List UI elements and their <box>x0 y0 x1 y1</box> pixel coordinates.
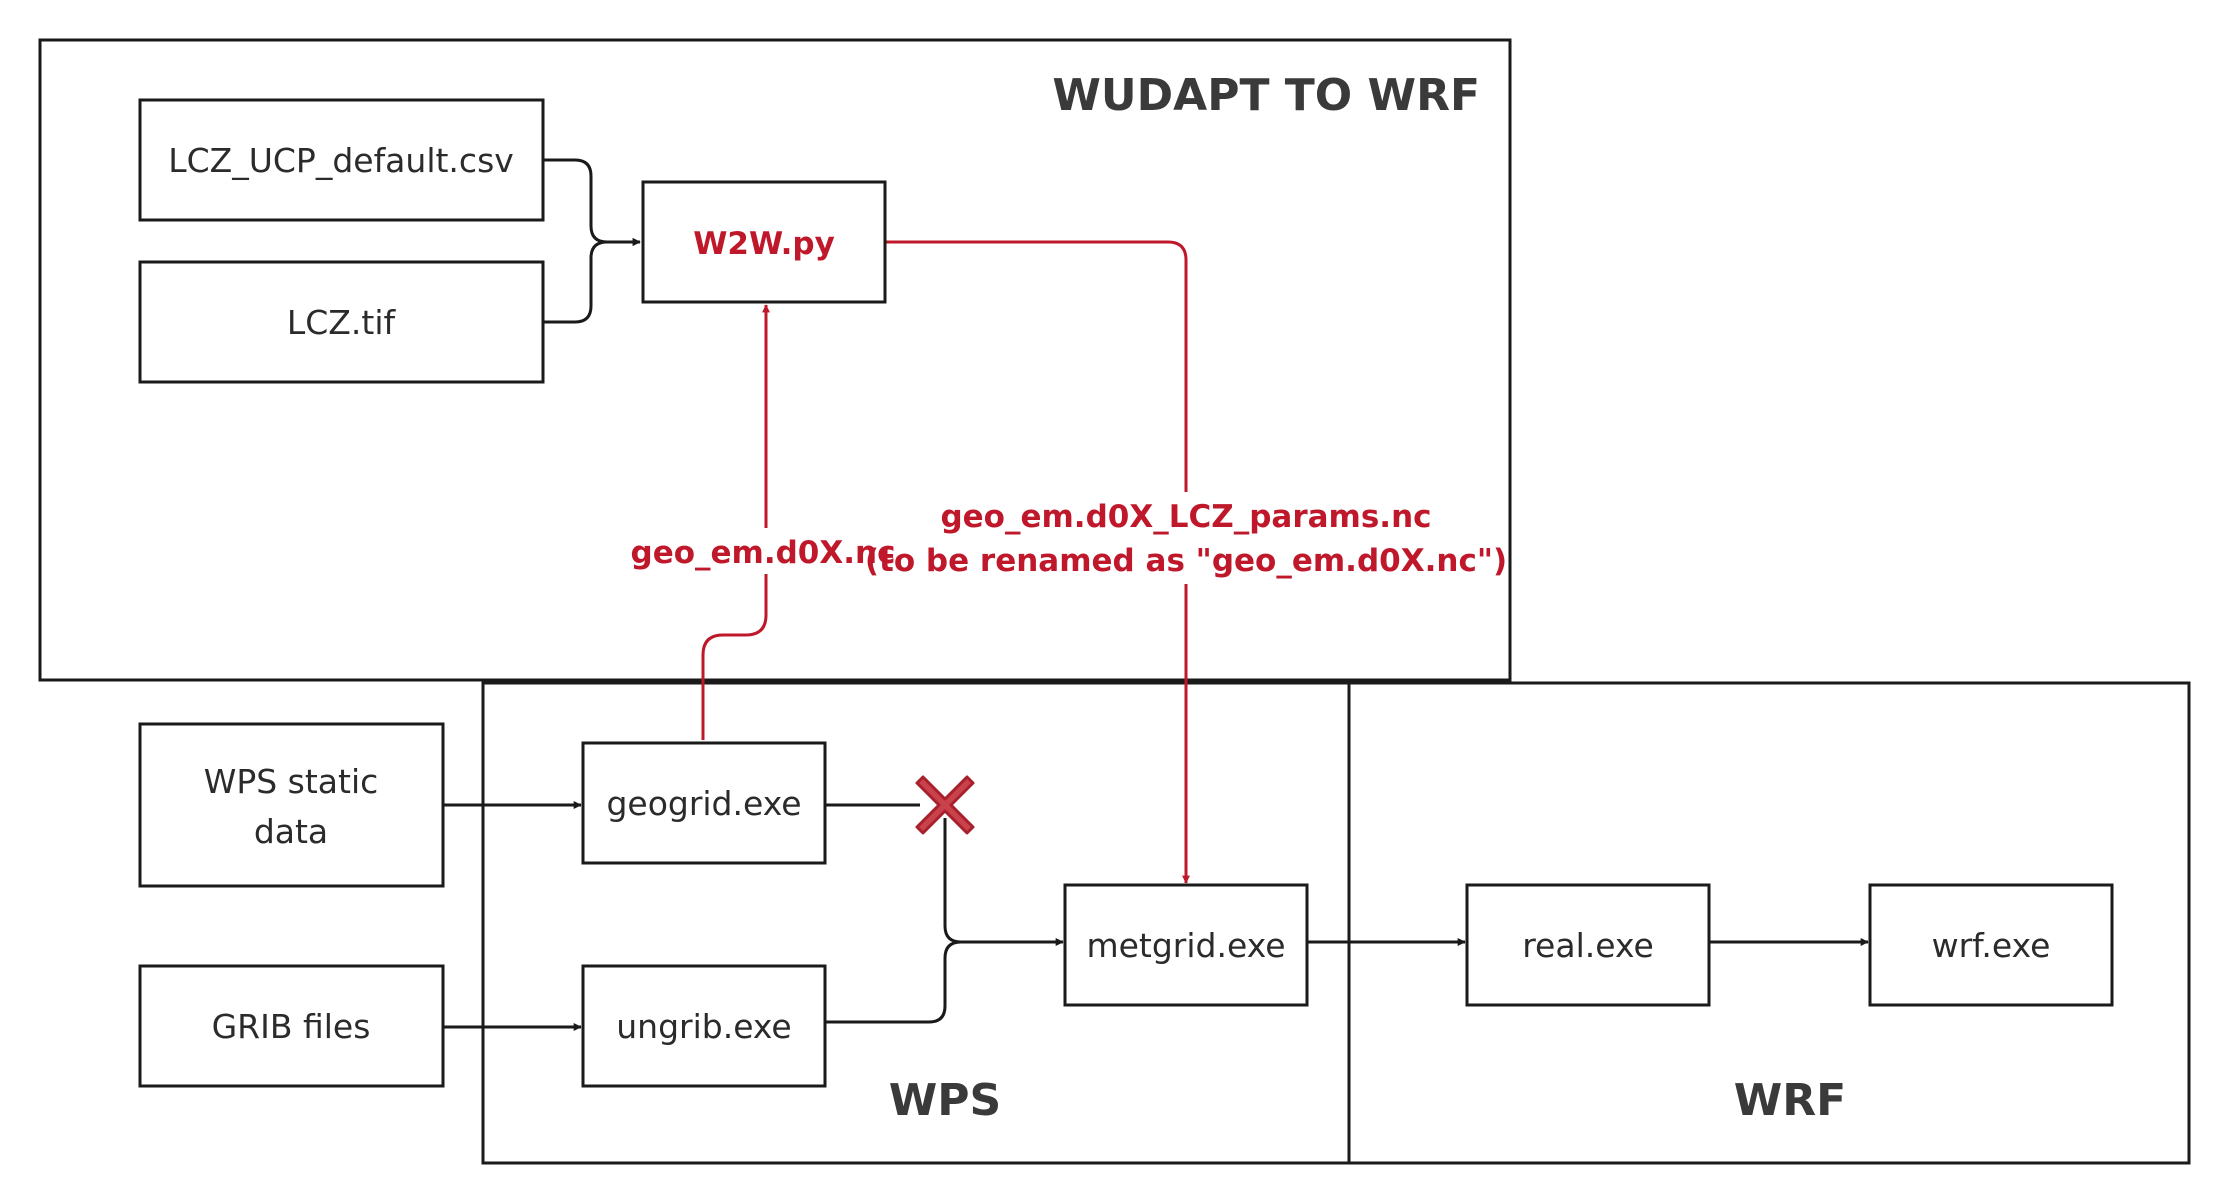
region-wps-title: WPS <box>889 1075 1001 1126</box>
edge-ungrib-to-metgrid <box>825 940 962 1024</box>
node-metgrid[interactable]: metgrid.exe <box>1063 883 1309 1007</box>
node-wrf-exe[interactable]: wrf.exe <box>1868 883 2114 1007</box>
node-wps-static[interactable]: WPS static data <box>138 722 445 888</box>
params-label-bg <box>900 492 1470 584</box>
region-wudapt <box>38 38 1512 682</box>
edge-label-params-line1: geo_em.d0X_LCZ_params.nc <box>940 499 1431 535</box>
region-wrf-title: WRF <box>1734 1075 1846 1126</box>
node-w2w-label: W2W.py <box>693 226 835 262</box>
node-ungrib[interactable]: ungrib.exe <box>581 964 827 1088</box>
geo-em-label-bg <box>630 528 890 574</box>
node-grib-label: GRIB files <box>212 1007 371 1046</box>
region-wrf <box>1347 681 2191 1165</box>
node-real[interactable]: real.exe <box>1465 883 1711 1007</box>
node-geogrid[interactable]: geogrid.exe <box>581 741 827 865</box>
edge-geogrid-to-w2w <box>701 304 770 740</box>
node-grib[interactable]: GRIB files <box>138 964 445 1088</box>
node-w2w[interactable]: W2W.py <box>641 180 887 304</box>
edge-lcz-tif-to-w2w <box>543 238 641 324</box>
node-wrf-exe-label: wrf.exe <box>1932 926 2051 965</box>
node-lcz-ucp[interactable]: LCZ_UCP_default.csv <box>138 98 545 222</box>
node-ungrib-label: ungrib.exe <box>616 1007 792 1046</box>
node-lcz-ucp-label: LCZ_UCP_default.csv <box>168 141 514 180</box>
edge-label-params-line2: (to be renamed as "geo_em.d0X.nc") <box>865 543 1507 579</box>
edge-merge-to-metgrid <box>943 818 1064 946</box>
node-real-label: real.exe <box>1522 926 1654 965</box>
node-geogrid-label: geogrid.exe <box>606 784 801 823</box>
region-wudapt-title: WUDAPT TO WRF <box>1052 70 1480 121</box>
edge-lcz-ucp-to-w2w <box>543 158 641 246</box>
edge-label-geo-em: geo_em.d0X.nc <box>631 535 896 571</box>
node-wps-static-label-line1: WPS static <box>204 762 379 801</box>
red-cross-icon <box>915 775 975 835</box>
node-wps-static-label-line2: data <box>254 812 328 851</box>
node-metgrid-label: metgrid.exe <box>1086 926 1285 965</box>
edge-w2w-to-metgrid <box>885 240 1190 884</box>
node-lcz-tif-label: LCZ.tif <box>287 303 397 342</box>
node-lcz-tif[interactable]: LCZ.tif <box>138 260 545 384</box>
